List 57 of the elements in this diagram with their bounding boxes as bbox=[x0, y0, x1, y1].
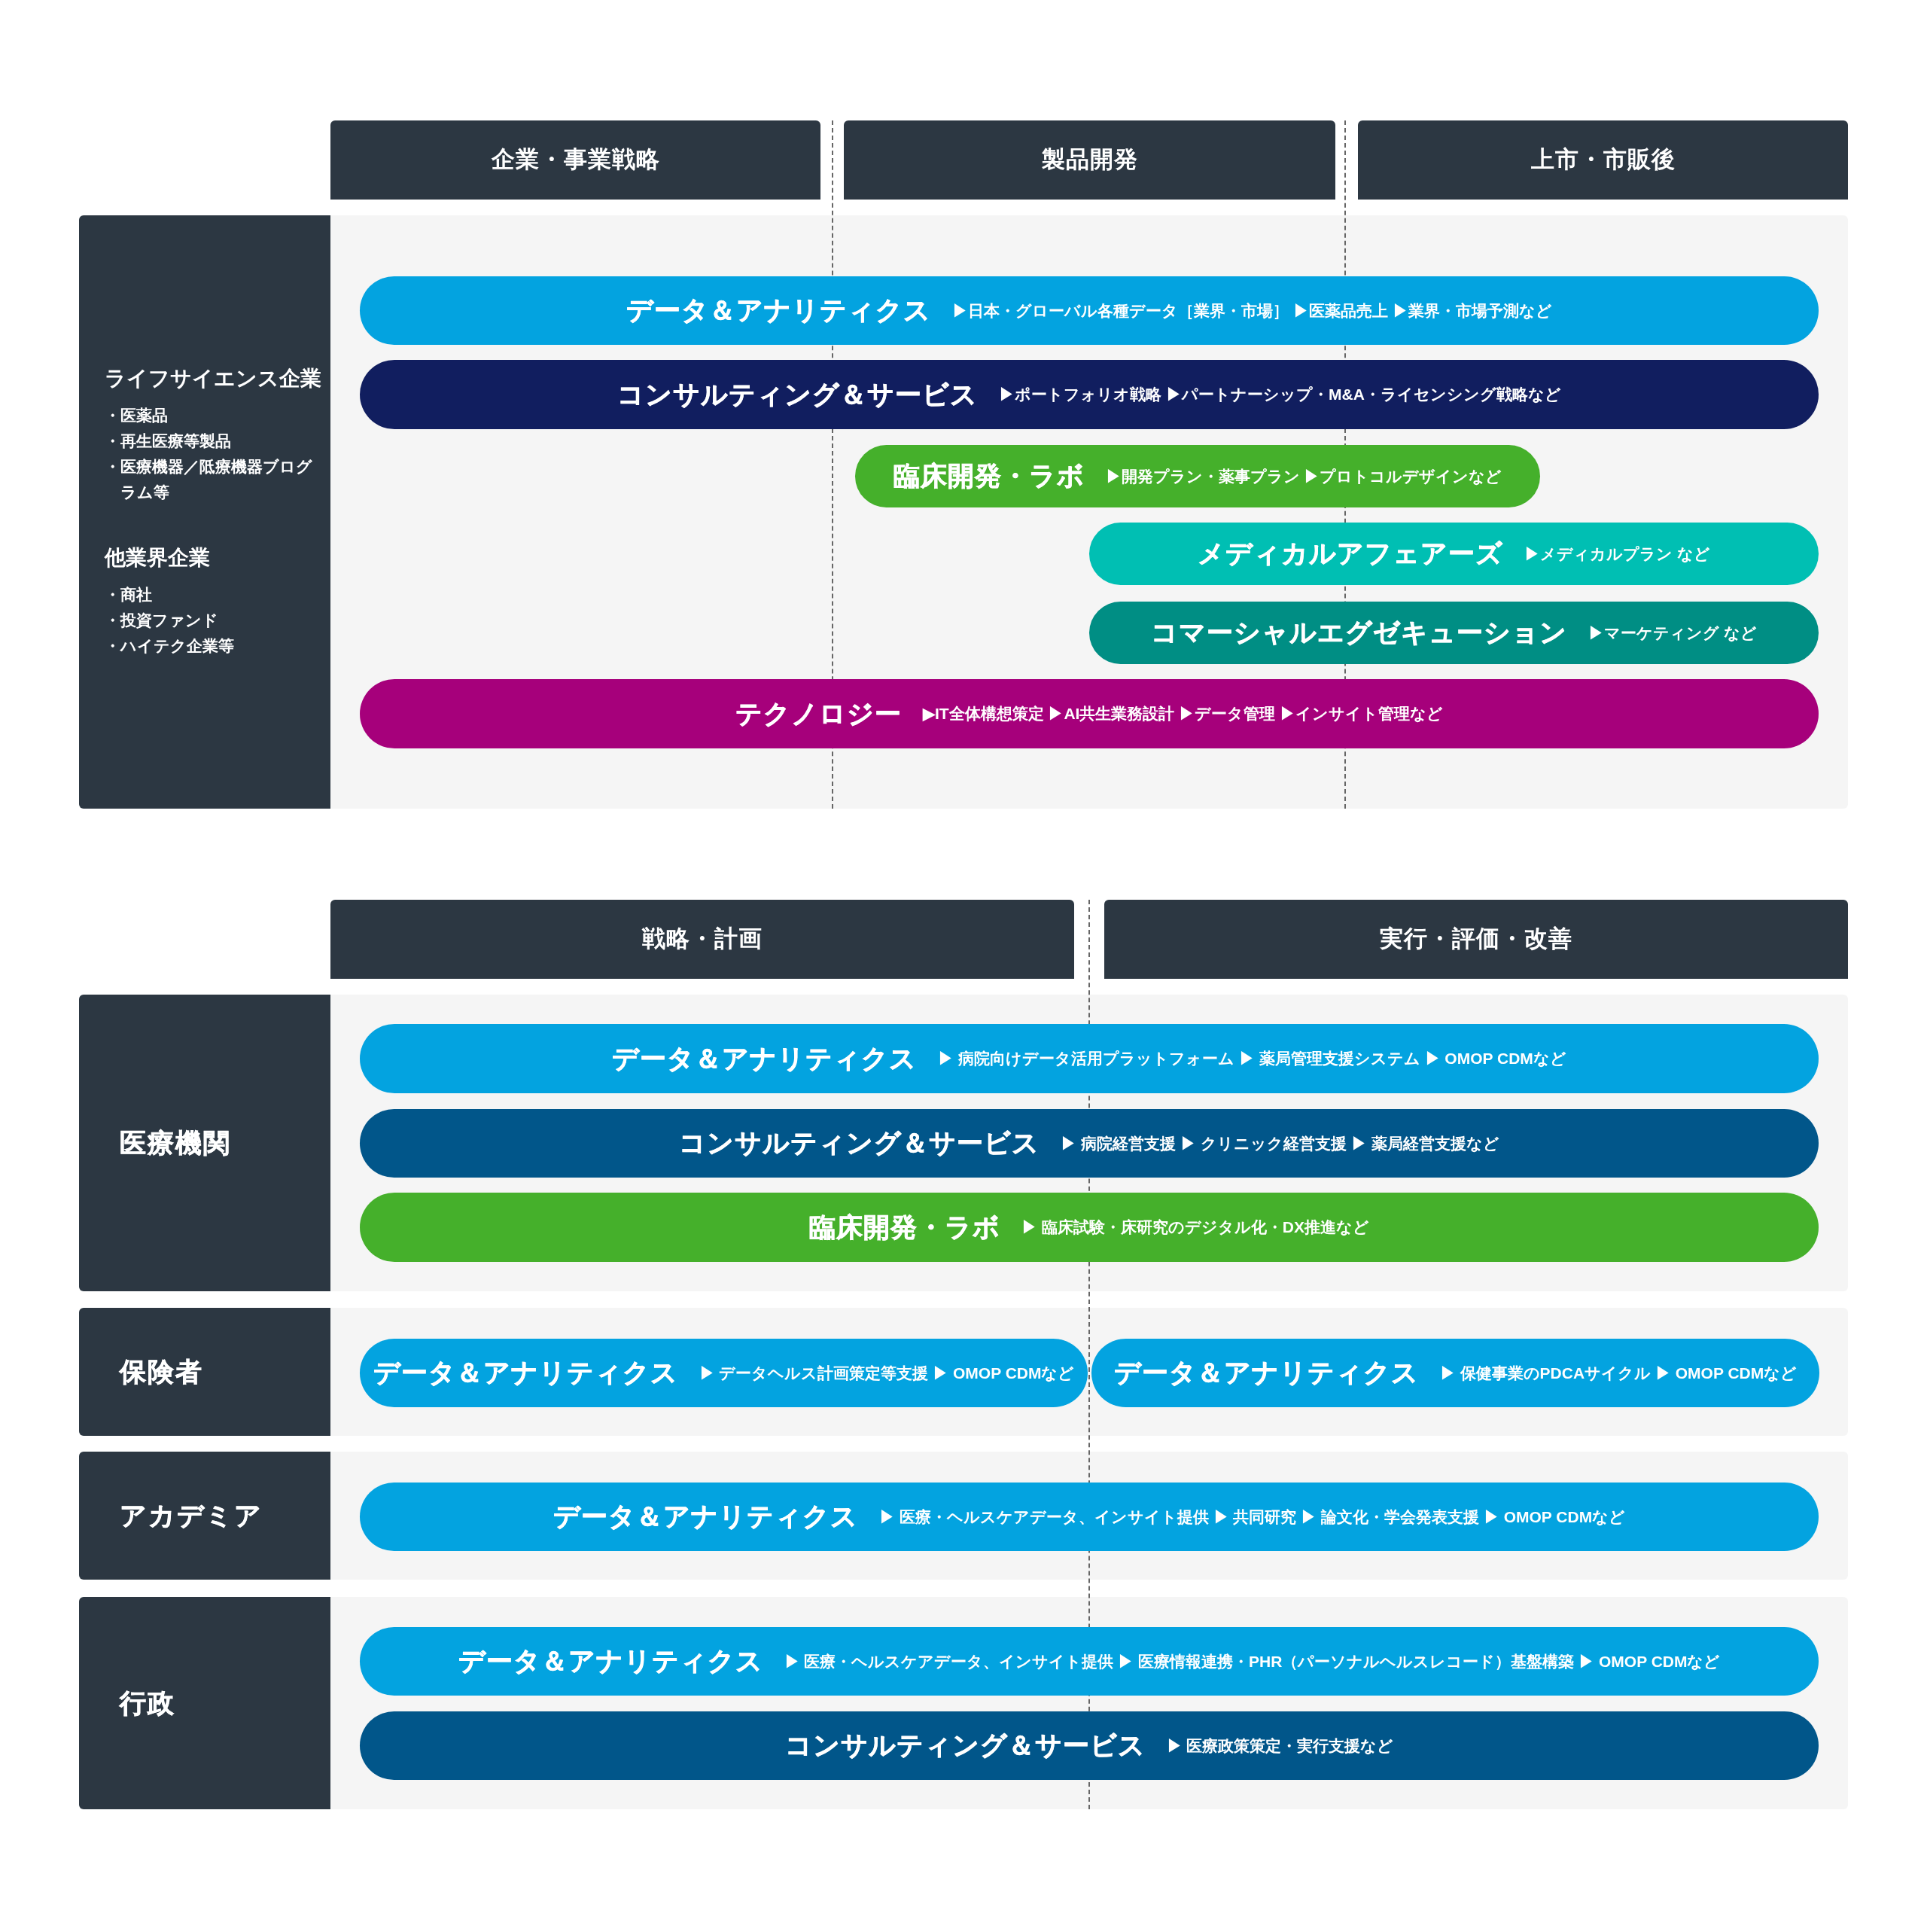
list-item: ・商社 bbox=[105, 585, 153, 605]
service-detail: ▶IT全体構想策定 ▶AI共生業務設計 ▶データ管理 ▶インサイト管理など bbox=[922, 704, 1444, 724]
service-pill bbox=[360, 1339, 1088, 1407]
service-title: コンサルティング＆サービス bbox=[784, 1729, 1146, 1762]
service-title: 臨床開発・ラボ bbox=[809, 1211, 1000, 1243]
list-item: ・医薬品 bbox=[105, 406, 169, 425]
list-item: ・ハイテク企業等 bbox=[105, 636, 235, 657]
row-label: 保険者 bbox=[120, 1355, 204, 1388]
service-detail: ▶日本・グローバル各種データ［業界・市場］ ▶医薬品売上 ▶業界・市場予測など bbox=[952, 300, 1552, 321]
phase-header: 戦略・計画 bbox=[330, 900, 1074, 979]
phase-header: 上市・市販後 bbox=[1358, 120, 1848, 200]
service-title: データ＆アナリティクス bbox=[553, 1501, 858, 1533]
row-label-panel bbox=[79, 995, 330, 1291]
service-title: 臨床開発・ラボ bbox=[893, 460, 1085, 492]
service-detail: ▶ 医療政策策定・実行支援など bbox=[1166, 1735, 1394, 1757]
service-pill bbox=[1091, 1339, 1819, 1407]
service-title: コンサルティング＆サービス bbox=[617, 378, 979, 410]
list-item: ・投資ファンド bbox=[105, 611, 219, 631]
service-title: データ＆アナリティクス bbox=[1113, 1357, 1419, 1389]
panel-heading: ライフサイエンス企業 bbox=[105, 365, 322, 392]
service-detail: ▶ 保健事業のPDCAサイクル ▶ OMOP CDMなど bbox=[1439, 1363, 1798, 1384]
service-detail: ▶ 医療・ヘルスケアデータ、インサイト提供 ▶ 共同研究 ▶ 論文化・学会発表支援 ▶ OMOP CDMなど bbox=[878, 1507, 1626, 1528]
service-detail: ▶ 病院向けデータ活用プラットフォーム ▶ 薬局管理支援システム ▶ OMOP CDMなど bbox=[938, 1049, 1566, 1069]
service-title: テクノロジー bbox=[735, 697, 902, 730]
service-title: コンサルティング＆サービス bbox=[679, 1127, 1040, 1160]
row-label: アカデミア bbox=[120, 1499, 263, 1531]
row-label-panel bbox=[79, 1597, 330, 1809]
row-label-panel bbox=[79, 1308, 330, 1436]
panel-heading: 他業界企業 bbox=[105, 545, 211, 571]
service-title: データ＆アナリティクス bbox=[458, 1645, 763, 1678]
service-detail: ▶メディカルプラン など bbox=[1524, 544, 1710, 565]
row-band bbox=[330, 995, 1848, 1291]
service-title: コマーシャルエグゼキューション bbox=[1151, 617, 1568, 649]
service-detail: ▶ 医療・ヘルスケアデータ、インサイト提供 ▶ 医療情報連携・PHR（パーソナルヘルスレコード）基盤構築 ▶ OMOP CDMなど bbox=[784, 1651, 1721, 1672]
service-detail: ▶開発プラン・薬事プラン ▶プロトコルデザインなど bbox=[1105, 466, 1502, 487]
service-detail: ▶ 病院経営支援 ▶ クリニック経営支援 ▶ 薬局経営支援など bbox=[1061, 1133, 1499, 1154]
row-band bbox=[330, 215, 1848, 809]
service-detail: ▶ポートフォリオ戦略 ▶パートナーシップ・M&A・ライセンシング戦略など bbox=[999, 385, 1561, 405]
service-detail: ▶ データヘルス計画策定等支援 ▶ OMOP CDMなど bbox=[699, 1363, 1075, 1384]
list-item: ・医療機器／阺療機器ブログラム等 bbox=[105, 457, 313, 502]
row-label: 行政 bbox=[120, 1687, 176, 1719]
row-label: 医療機関 bbox=[120, 1126, 232, 1159]
list-item: ・再生医療等製品 bbox=[105, 431, 232, 451]
phase-header: 企業・事業戦略 bbox=[330, 120, 820, 200]
row-band bbox=[330, 1308, 1848, 1436]
service-title: データ＆アナリティクス bbox=[373, 1357, 678, 1389]
service-title: データ＆アナリティクス bbox=[612, 1042, 918, 1074]
service-title: メディカルアフェアーズ bbox=[1198, 538, 1504, 570]
service-detail: ▶ 臨床試験・床研究のデジタル化・DX推進など bbox=[1021, 1217, 1369, 1238]
service-title: データ＆アナリティクス bbox=[626, 294, 932, 327]
phase-header: 製品開発 bbox=[844, 120, 1335, 200]
phase-header: 実行・評価・改善 bbox=[1104, 900, 1848, 979]
row-band bbox=[330, 1597, 1848, 1809]
row-label-panel bbox=[79, 215, 330, 809]
service-detail: ▶マーケティング など bbox=[1588, 623, 1757, 644]
row-label-panel bbox=[79, 1452, 330, 1580]
row-band bbox=[330, 1452, 1848, 1580]
